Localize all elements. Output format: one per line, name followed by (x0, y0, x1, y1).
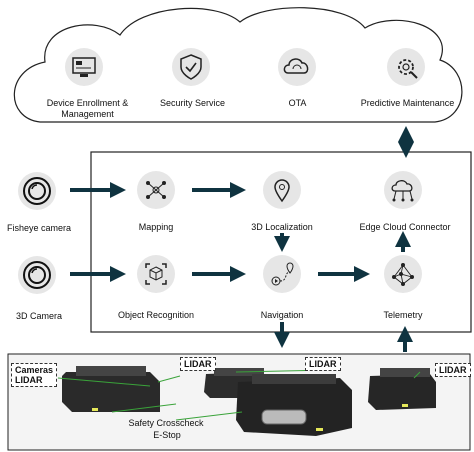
service-predictive-maintenance: Predictive Maintenance (360, 98, 455, 108)
gear-wrench-icon (387, 48, 425, 86)
3d-camera-icon (18, 256, 56, 294)
service-security: Security Service (159, 98, 226, 108)
3d-camera-label: 3D Camera (15, 311, 62, 321)
safety-crosscheck-label: Safety Crosscheck (128, 418, 204, 428)
telemetry-label: Telemetry (383, 310, 423, 320)
mapping-label: Mapping (138, 222, 174, 232)
navigation-icon (263, 255, 301, 293)
lidar-label-left: LIDAR (15, 375, 43, 385)
cloud-sync-icon (278, 48, 316, 86)
localization-label: 3D Localization (251, 222, 313, 232)
shield-check-icon (172, 48, 210, 86)
pointer-safety (111, 403, 177, 413)
robot-center (236, 374, 352, 436)
object-recognition-icon (137, 255, 175, 293)
cloud-outline (13, 7, 463, 123)
location-pin-icon (263, 171, 301, 209)
pointer-lidar-right (413, 371, 421, 379)
telemetry-icon (384, 255, 422, 293)
pointer-estop (175, 411, 243, 421)
fisheye-camera-label: Fisheye camera (6, 223, 72, 233)
cameras-label: Cameras (15, 365, 54, 375)
estop-label: E-Stop (153, 430, 181, 440)
mapping-icon (137, 171, 175, 209)
pointer-cameras (57, 377, 151, 387)
robot-right (368, 368, 436, 410)
cameras-lidar-callout: Cameras LIDAR (11, 363, 58, 387)
navigation-label: Navigation (260, 310, 304, 320)
device-management-icon (65, 48, 103, 86)
object-recognition-label: Object Recognition (117, 310, 195, 320)
edge-cloud-label: Edge Cloud Connector (359, 222, 451, 232)
lidar-callout-top-mid: LIDAR (305, 357, 341, 371)
robot-left (62, 366, 160, 412)
pointer-lidar-left (157, 375, 181, 383)
edge-cloud-icon (384, 171, 422, 209)
service-device-enrollment: Device Enrollment & Management (46, 98, 129, 119)
service-ota: OTA (288, 98, 307, 108)
lidar-callout-right: LIDAR (435, 363, 471, 377)
lidar-callout-top-left: LIDAR (180, 357, 216, 371)
fisheye-camera-icon (18, 172, 56, 210)
